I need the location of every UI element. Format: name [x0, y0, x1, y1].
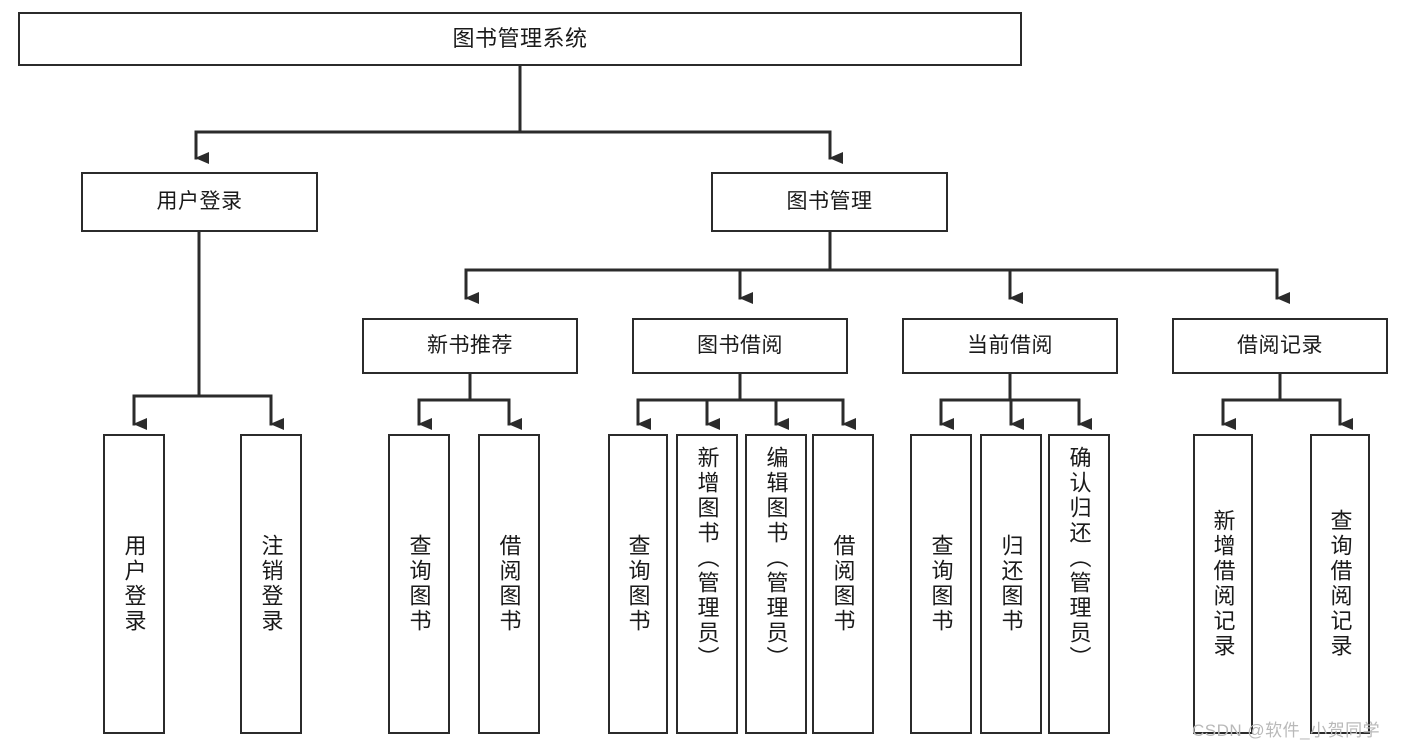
node-label: 新增图书（管理员） — [694, 446, 720, 671]
node-label: 借阅图书 — [830, 534, 856, 634]
leaf-add-borrow-record[interactable]: 新增借阅记录 — [1193, 434, 1253, 734]
node-label: 图书借阅 — [697, 334, 783, 358]
node-label: 编辑图书（管理员） — [763, 446, 789, 671]
node-label: 注销登录 — [258, 534, 284, 634]
node-user-login[interactable]: 用户登录 — [81, 172, 318, 232]
node-book-borrow[interactable]: 图书借阅 — [632, 318, 848, 374]
leaf-query-book-current[interactable]: 查询图书 — [910, 434, 972, 734]
node-label: 用户登录 — [121, 534, 147, 634]
node-label: 借阅记录 — [1237, 334, 1323, 358]
leaf-query-book-borrow[interactable]: 查询图书 — [608, 434, 668, 734]
leaf-add-book-admin[interactable]: 新增图书（管理员） — [676, 434, 738, 734]
node-label: 确认归还（管理员） — [1066, 446, 1092, 671]
leaf-logout[interactable]: 注销登录 — [240, 434, 302, 734]
node-label: 借阅图书 — [496, 534, 522, 634]
leaf-query-book-recommend[interactable]: 查询图书 — [388, 434, 450, 734]
csdn-watermark: CSDN @软件_小贺同学 — [1192, 721, 1381, 740]
node-label: 用户登录 — [156, 190, 243, 214]
leaf-query-borrow-record[interactable]: 查询借阅记录 — [1310, 434, 1370, 734]
node-new-book-recommend[interactable]: 新书推荐 — [362, 318, 578, 374]
leaf-confirm-return-admin[interactable]: 确认归还（管理员） — [1048, 434, 1110, 734]
node-label: 归还图书 — [998, 534, 1024, 634]
leaf-edit-book-admin[interactable]: 编辑图书（管理员） — [745, 434, 807, 734]
node-label: 查询图书 — [928, 534, 954, 634]
leaf-user-login[interactable]: 用户登录 — [103, 434, 165, 734]
node-label: 新增借阅记录 — [1210, 509, 1236, 659]
node-label: 查询图书 — [406, 534, 432, 634]
leaf-return-book[interactable]: 归还图书 — [980, 434, 1042, 734]
leaf-borrow-book[interactable]: 借阅图书 — [812, 434, 874, 734]
node-label: 图书管理 — [786, 190, 873, 214]
node-root-book-management-system[interactable]: 图书管理系统 — [18, 12, 1022, 66]
node-label: 查询图书 — [625, 534, 651, 634]
node-current-borrow[interactable]: 当前借阅 — [902, 318, 1118, 374]
node-book-management[interactable]: 图书管理 — [711, 172, 948, 232]
leaf-borrow-book-recommend[interactable]: 借阅图书 — [478, 434, 540, 734]
node-label: 查询借阅记录 — [1327, 509, 1353, 659]
node-label: 新书推荐 — [427, 334, 513, 358]
node-label: 图书管理系统 — [452, 25, 588, 51]
node-borrow-record[interactable]: 借阅记录 — [1172, 318, 1388, 374]
node-label: 当前借阅 — [967, 334, 1053, 358]
